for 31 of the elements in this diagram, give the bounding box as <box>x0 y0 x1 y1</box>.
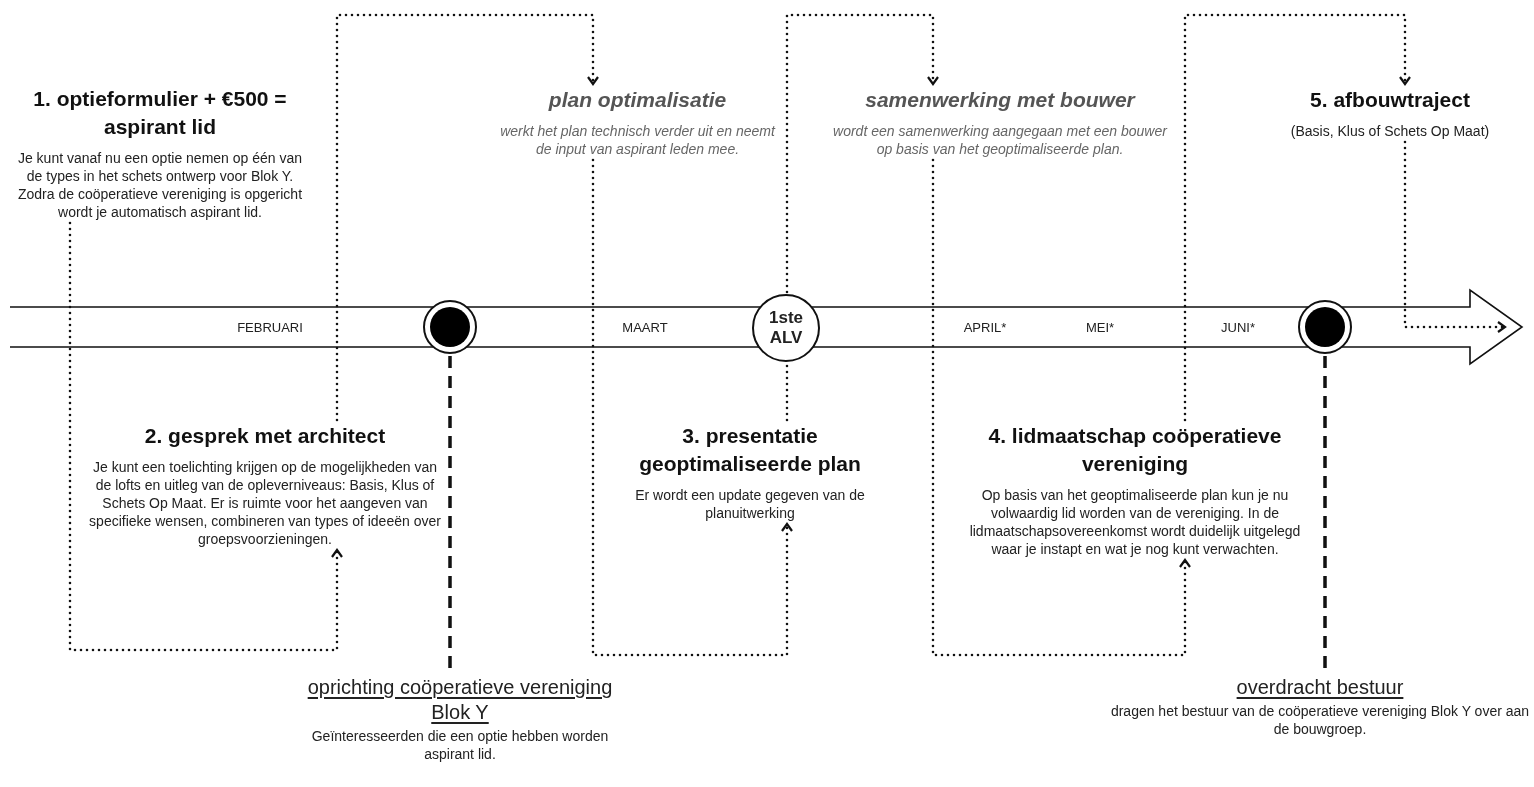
step-heading: 2. gesprek met architect <box>144 423 386 449</box>
step-heading: 1. optieformulier + €500 = aspirant lid <box>32 86 288 140</box>
dotted-arrow <box>785 13 940 294</box>
dotted-arrow <box>591 158 794 657</box>
month-label: APRIL* <box>963 319 1007 335</box>
dotted-arrow <box>1403 140 1507 334</box>
dotted-arrow <box>68 221 344 652</box>
dotted-arrow <box>1183 13 1412 422</box>
dotted-arrow <box>931 158 1192 657</box>
step-description: Je kunt een toelichting krijgen op de mogelijkheden van de lofts en uitleg van de opleverniveaus: Basis, Klus of Schets Op Maat. Er is ruimte voor het aangeven van specifieke wensen, combineren van types of ideeën over groepsvoorzieningen. <box>88 458 442 548</box>
dotted-arrow <box>335 13 600 422</box>
step-description: Er wordt een update gegeven van de planuitwerking <box>634 486 866 522</box>
phase-description: wordt een samenwerking aangegaan met een bouwer op basis van het geoptimaliseerde plan. <box>832 122 1169 158</box>
step-heading: 3. presentatie geoptimaliseerde plan <box>638 423 862 477</box>
step-description: Je kunt vanaf nu een optie nemen op één van de types in het schets ontwerp voor Blok Y. Zodra de coöperatieve vereniging is opgericht wordt je automatisch aspirant lid. <box>16 149 304 221</box>
phase-description: werkt het plan technisch verder uit en neemt de input van aspirant leden mee. <box>499 122 777 158</box>
milestone-description: dragen het bestuur van de coöperatieve vereniging Blok Y over aan de bouwgroep. <box>1110 702 1530 738</box>
milestone-heading: oprichting coöperatieve vereniging Blok Y <box>306 675 614 725</box>
month-label: JUNI* <box>1221 319 1255 335</box>
phase-heading: plan optimalisatie <box>548 87 727 113</box>
milestone-description: Geïnteresseerden die een optie hebben worden aspirant lid. <box>310 727 610 763</box>
month-label: MEI* <box>1085 319 1115 335</box>
step-heading: 5. afbouwtraject <box>1310 87 1470 113</box>
milestone-circle: 1ste ALV <box>752 294 820 362</box>
month-label: FEBRUARI <box>237 319 303 335</box>
phase-heading: samenwerking met bouwer <box>865 87 1135 113</box>
milestone-heading: overdracht bestuur <box>1236 675 1404 700</box>
step-description: (Basis, Klus of Schets Op Maat) <box>1290 122 1490 140</box>
month-label: MAART <box>622 319 668 335</box>
step-description: Op basis van het geoptimaliseerde plan kun je nu volwaardig lid worden van de vereniging. In de lidmaatschapsovereenkomst wordt duidelijk uitgelegd waar je instapt en wat je nog kunt verwachten. <box>968 486 1302 558</box>
step-heading: 4. lidmaatschap coöperatieve vereniging <box>987 423 1283 477</box>
